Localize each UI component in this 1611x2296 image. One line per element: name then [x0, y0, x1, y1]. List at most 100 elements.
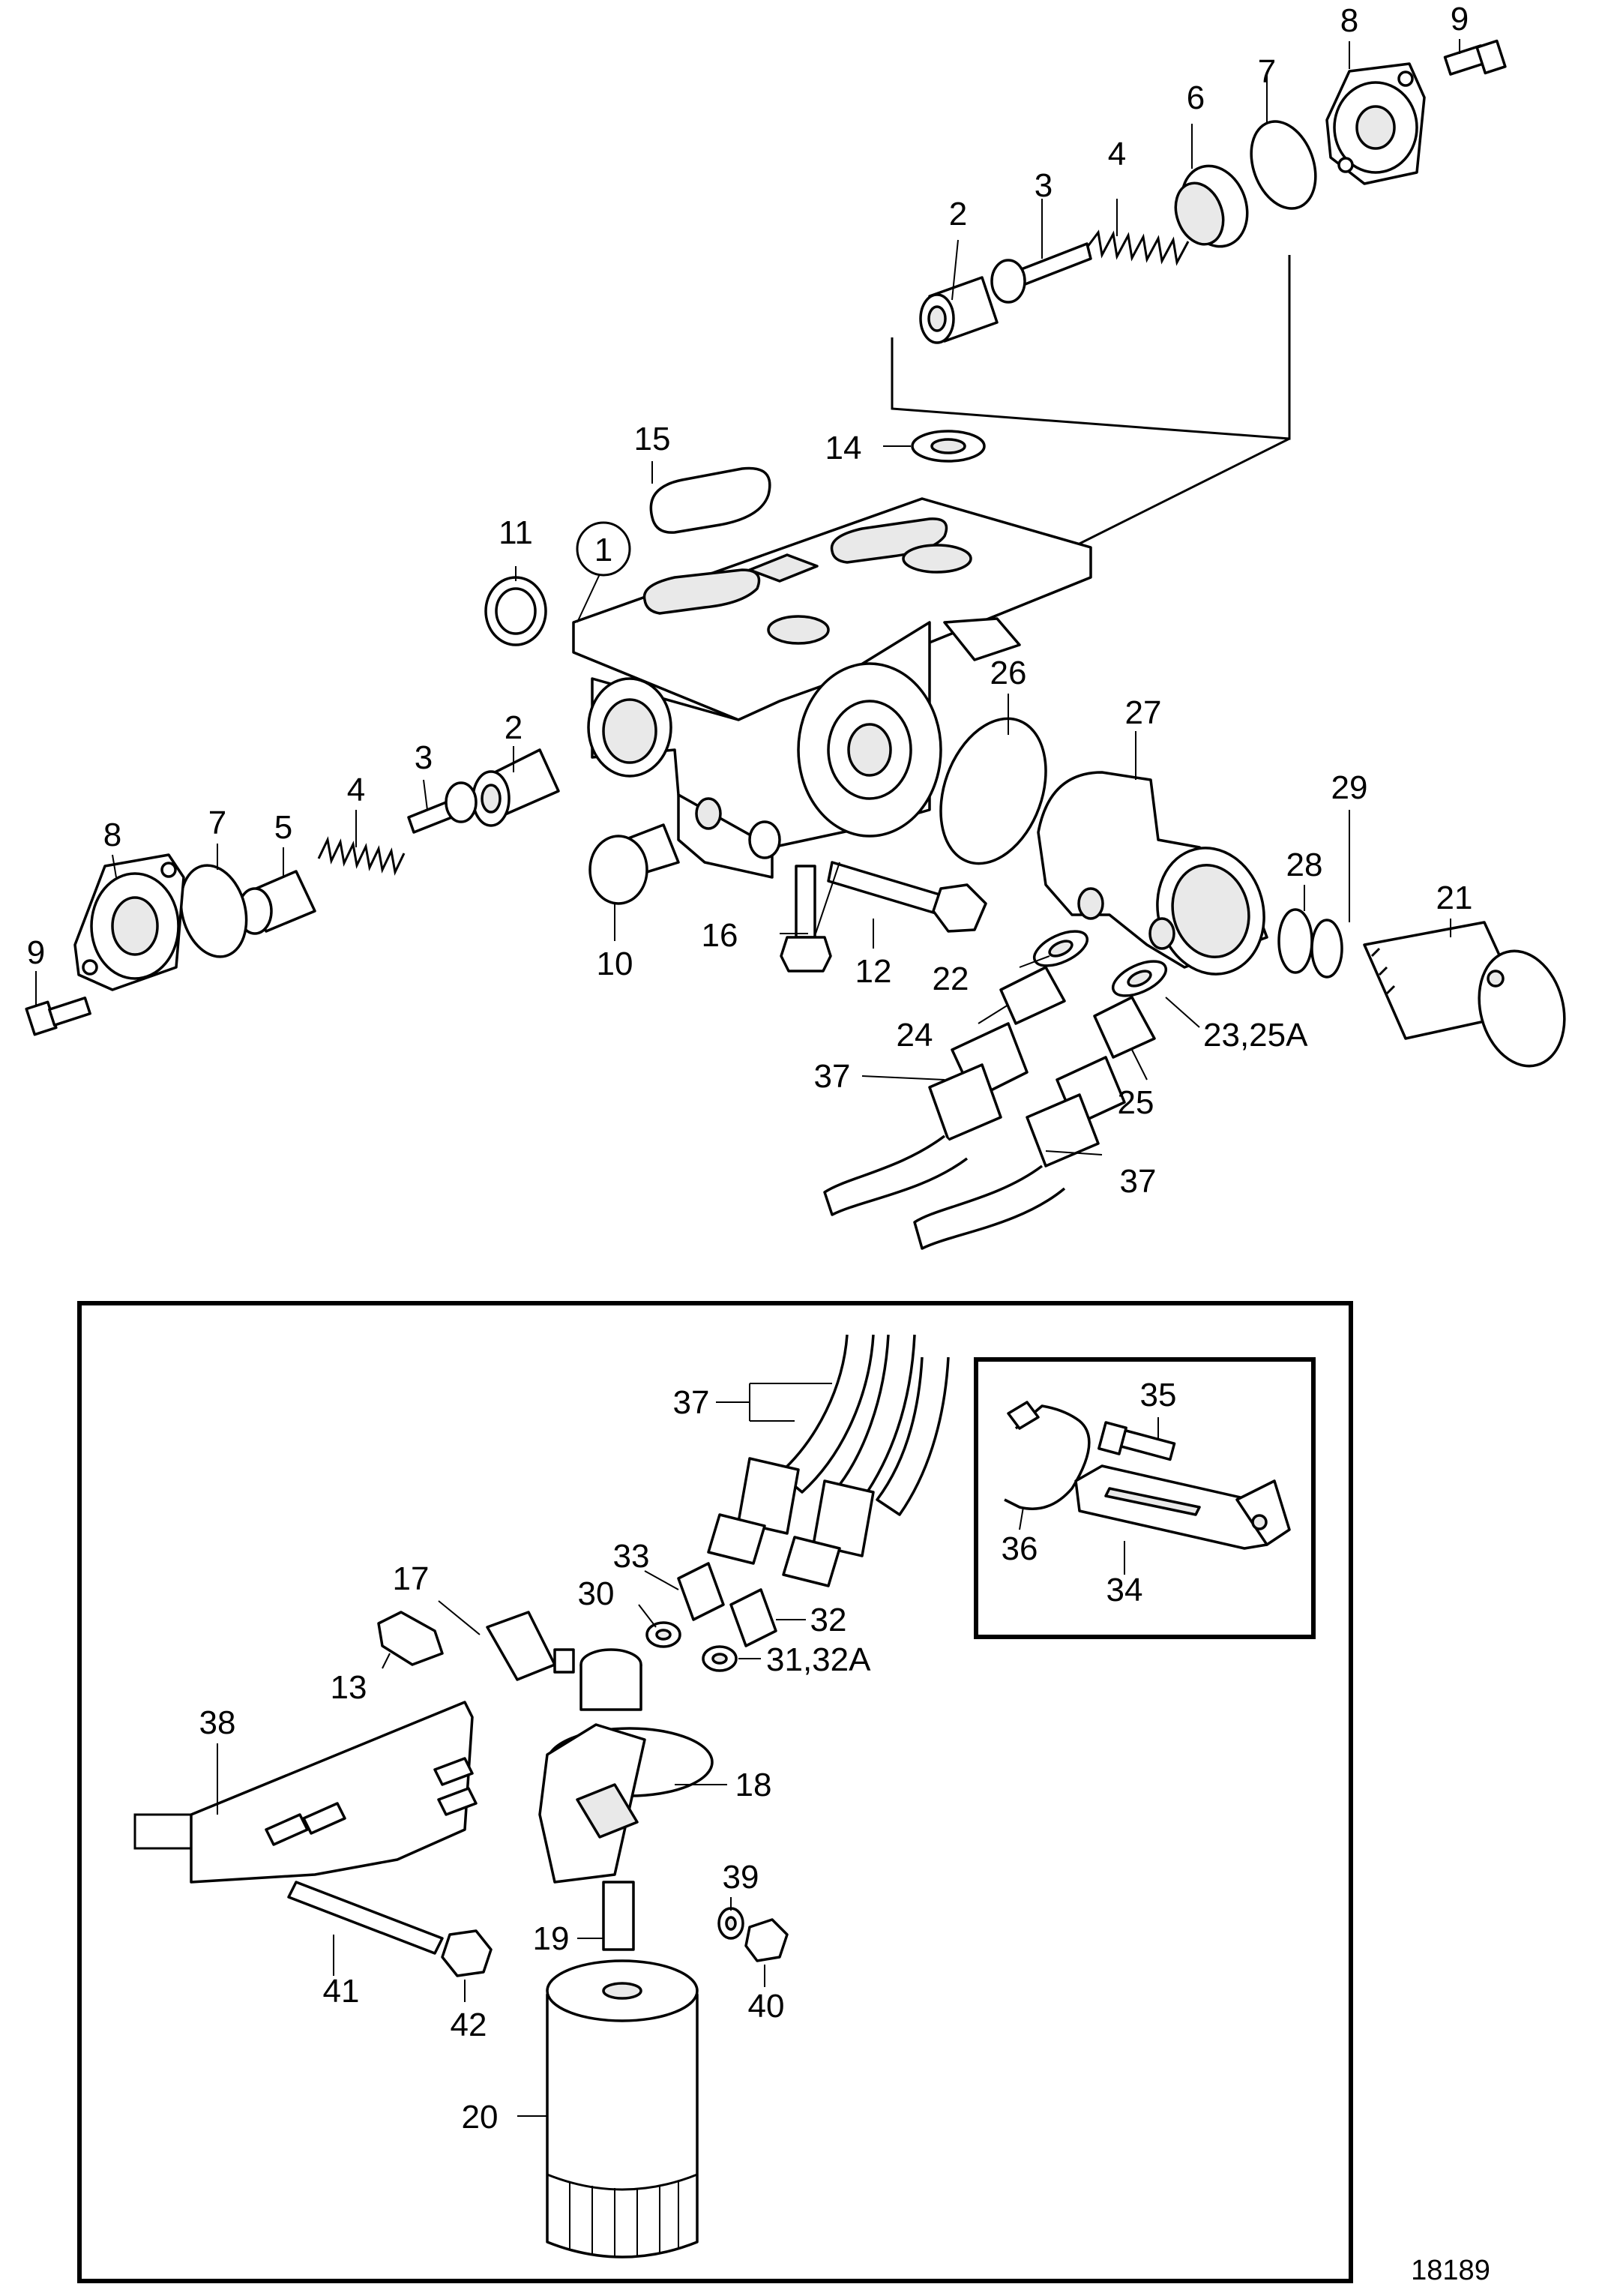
callout-16: 16	[702, 917, 738, 954]
callout-4-left: 4	[347, 772, 365, 808]
callout-labels: 9 8 7 6 4 3 2 14 15 11 1 26 27 29 28 21 …	[27, 1, 1490, 2286]
part-30-washer	[645, 1621, 681, 1648]
callout-42: 42	[451, 2007, 487, 2043]
callout-3-top: 3	[1035, 167, 1053, 204]
callout-41: 41	[323, 1973, 360, 2010]
part-7-o-ring-left	[179, 864, 248, 958]
callout-7-left: 7	[208, 805, 226, 841]
upper-assembly	[25, 39, 1566, 1250]
leader-lines-lower	[217, 1383, 1159, 2117]
part-11-seal	[484, 576, 547, 646]
callout-26: 26	[990, 655, 1027, 691]
callout-34: 34	[1106, 1572, 1143, 1608]
callout-35: 35	[1140, 1377, 1177, 1413]
callout-19: 19	[533, 1920, 570, 1957]
callout-2-top: 2	[949, 196, 967, 232]
part-8-cover-top	[1325, 62, 1426, 185]
part-3-piston-top	[990, 242, 1092, 304]
part-20-oil-filter	[546, 1959, 699, 2259]
callout-13: 13	[331, 1669, 367, 1706]
part-12-bolt	[827, 861, 987, 933]
part-37-hoses-lower	[707, 1334, 950, 1587]
part-4-spring-left	[317, 836, 406, 876]
callout-17: 17	[393, 1560, 430, 1597]
part-2-valve-left	[472, 748, 560, 827]
part-22-washer	[1032, 930, 1089, 967]
part-2-valve-top	[919, 276, 999, 344]
callout-2-left: 2	[505, 709, 523, 746]
part-29-ring	[1310, 919, 1343, 979]
figure-number: 18189	[1411, 2255, 1490, 2286]
callout-15: 15	[634, 421, 671, 457]
callout-37-lower: 37	[673, 1384, 710, 1421]
part-9-bolt-left	[25, 997, 91, 1036]
callout-14: 14	[825, 430, 862, 466]
callout-1: 1	[594, 532, 612, 568]
part-32-nipple	[729, 1588, 777, 1647]
callout-7-top: 7	[1258, 53, 1276, 90]
part-36-clip	[1004, 1401, 1091, 1510]
callout-30: 30	[578, 1575, 615, 1612]
part-23-washer	[1111, 960, 1168, 997]
part-41-stud	[287, 1881, 444, 1955]
callout-38: 38	[199, 1704, 236, 1741]
leader-lines-upper	[35, 39, 1460, 1155]
part-9-bolt-top	[1443, 39, 1507, 76]
part-37-hoses-top	[823, 1022, 1126, 1250]
part-42-nut	[441, 1929, 493, 1977]
callout-10: 10	[597, 946, 633, 982]
part-7-o-ring-top	[1250, 120, 1317, 210]
callout-8-left: 8	[103, 817, 121, 853]
callout-39: 39	[723, 1859, 759, 1896]
part-19-stud	[602, 1881, 635, 1951]
part-5-sleeve	[237, 870, 316, 935]
valve-group-bracket	[891, 255, 1291, 549]
callout-11: 11	[499, 514, 533, 551]
callout-8-top: 8	[1340, 2, 1358, 39]
callout-9-top: 9	[1451, 1, 1469, 37]
callout-22: 22	[933, 961, 969, 997]
callout-37-top-left: 37	[814, 1058, 851, 1095]
part-10-plug	[588, 823, 680, 905]
part-6-sleeve	[1174, 164, 1249, 248]
part-33-nipple	[677, 1562, 725, 1621]
callout-18: 18	[735, 1767, 772, 1803]
part-24-nipple	[999, 966, 1066, 1025]
callout-5: 5	[274, 809, 292, 846]
part-34-bracket	[1074, 1464, 1291, 1550]
callout-37-top-right: 37	[1120, 1163, 1157, 1200]
callout-28: 28	[1286, 847, 1323, 883]
callout-25: 25	[1118, 1084, 1154, 1121]
lower-assembly	[133, 1334, 1291, 2259]
part-27-filter-head	[1037, 771, 1268, 976]
part-4-spring-top	[1085, 229, 1190, 266]
callout-29: 29	[1331, 769, 1368, 806]
callout-1-circle	[576, 521, 631, 577]
callout-6: 6	[1187, 79, 1205, 116]
part-13-sender	[377, 1611, 444, 1666]
callout-21: 21	[1436, 880, 1473, 916]
part-28-ring	[1277, 908, 1313, 974]
part-3-piston-left	[407, 781, 478, 834]
callout-27: 27	[1125, 694, 1162, 731]
callout-4-top: 4	[1108, 136, 1126, 172]
part-40-nut	[744, 1918, 789, 1962]
callout-23-25a: 23,25A	[1203, 1017, 1308, 1054]
callout-33: 33	[613, 1538, 650, 1575]
part-16-bolt	[780, 865, 832, 973]
callout-24: 24	[897, 1017, 933, 1054]
part-17-sensor	[486, 1611, 575, 1681]
lower-assembly-frame	[77, 1301, 1353, 2283]
part-35-screw	[1097, 1421, 1176, 1461]
part-8-cover-left	[73, 853, 185, 991]
part-25-nipple	[1093, 996, 1156, 1059]
callout-20: 20	[462, 2099, 499, 2136]
callout-32: 32	[810, 1602, 847, 1638]
callout-12: 12	[855, 953, 892, 990]
part-26-o-ring	[939, 717, 1047, 865]
part-39-washer	[717, 1907, 744, 1940]
part-18-filter-bracket	[538, 1648, 714, 1884]
part-38-bracket	[133, 1701, 478, 1884]
part-14-washer	[911, 430, 986, 463]
